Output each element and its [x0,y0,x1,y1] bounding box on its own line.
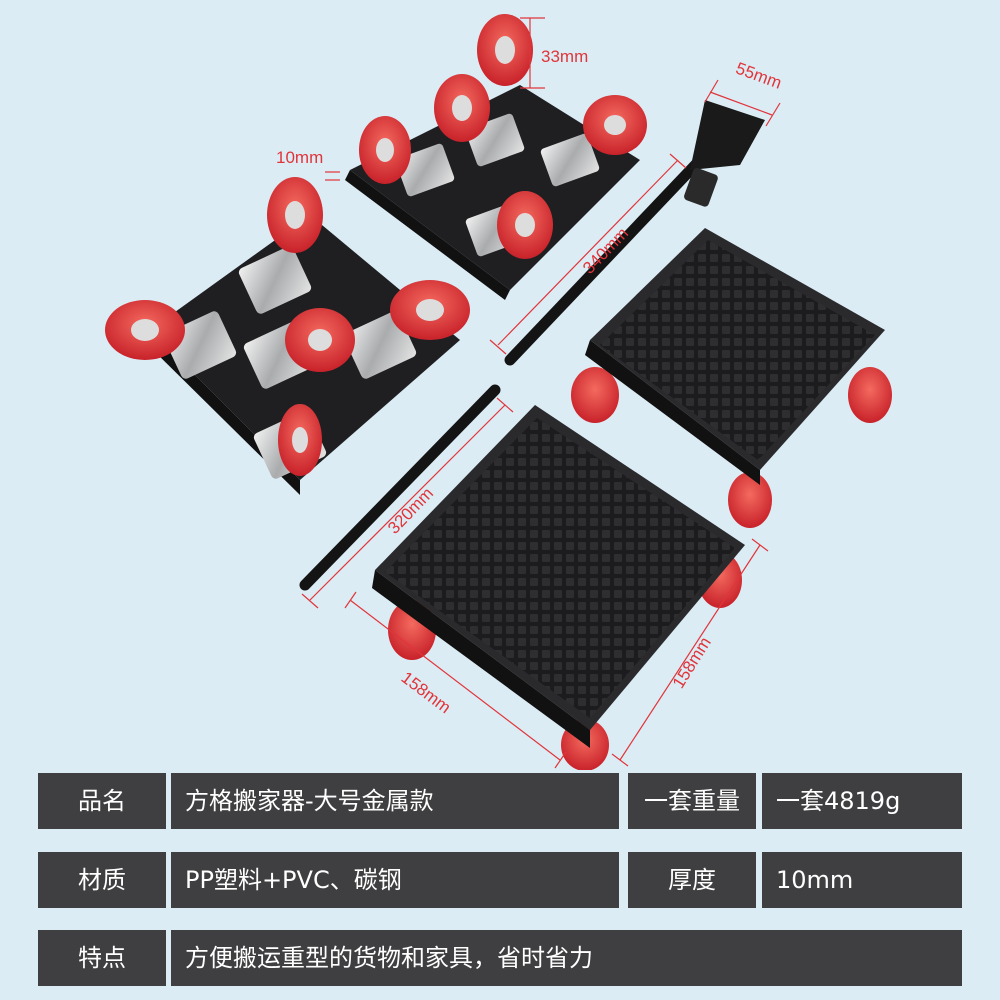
spec-value-feature: 方便搬运重型的货物和家具，省时省力 [171,930,962,986]
svg-text:10mm: 10mm [276,148,323,167]
spec-label-material: 材质 [38,852,166,908]
spec-value-thickness: 10mm [762,852,962,908]
dimension-plate-thickness: 10mm [276,148,340,181]
dolly-right [571,228,892,528]
spec-label-weight: 一套重量 [628,773,756,829]
caster-plate-front [105,177,470,495]
lever-bar-short [299,384,501,591]
spec-row-name: 品名 方格搬家器-大号金属款 一套重量 一套4819g [38,773,962,829]
svg-text:55mm: 55mm [733,59,784,93]
svg-text:158mm: 158mm [398,668,455,717]
spec-value-material: PP塑料+PVC、碳钢 [171,852,619,908]
spec-label-feature: 特点 [38,930,166,986]
dolly-front [372,405,745,770]
svg-text:158mm: 158mm [669,634,715,692]
spec-label-thickness: 厚度 [628,852,756,908]
caster-wheel-group [359,14,647,259]
spec-value-weight: 一套4819g [762,773,962,829]
spec-row-material: 材质 PP塑料+PVC、碳钢 厚度 10mm [38,852,962,908]
caster-wheel-group [105,177,470,479]
svg-text:340mm: 340mm [579,224,632,278]
spec-value-name: 方格搬家器-大号金属款 [171,773,619,829]
spec-label-name: 品名 [38,773,166,829]
spec-row-feature: 特点 方便搬运重型的货物和家具，省时省力 [38,930,962,986]
caster-plate-back [345,14,647,300]
svg-text:33mm: 33mm [541,47,588,66]
lever-bar [504,100,765,366]
dimension-caster-height: 33mm [520,17,588,89]
product-photo: 33mm 55mm 10mm 340mm 320mm 158mm 158mm [105,14,892,770]
